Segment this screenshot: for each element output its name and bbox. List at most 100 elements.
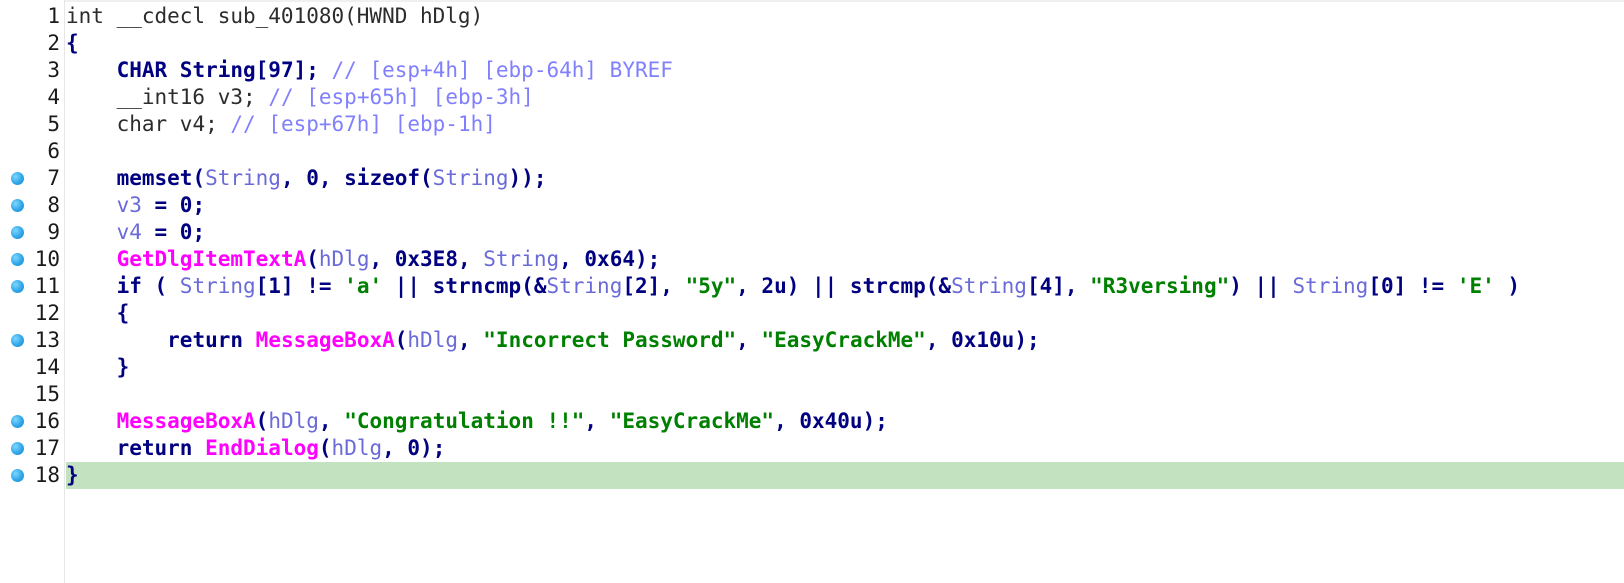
code-token-plain [66,409,117,433]
breakpoint-dot-icon[interactable] [11,280,24,293]
breakpoint-dot-icon[interactable] [11,334,24,347]
code-token-punc: ( [394,328,408,352]
code-token-kw: if ( [116,274,180,298]
code-text: } [66,462,1624,489]
line-number: 17 [34,436,60,460]
code-token-plain: v4; [167,112,231,136]
code-text: return MessageBoxA(hDlg, "Incorrect Pass… [66,327,1624,354]
code-token-punc: } [66,355,130,379]
code-line[interactable]: 11 if ( String[1] != 'a' || strncmp(&Str… [0,273,1624,300]
code-text [66,138,1624,165]
code-token-punc: ( [255,409,269,433]
line-number: 12 [34,301,60,325]
code-token-punc: [0] != [1368,274,1457,298]
code-token-var: String [546,274,623,298]
code-token-str: "Congratulation !!" [344,409,585,433]
code-token-fn: memset [116,166,193,190]
breakpoint-dot-icon[interactable] [11,226,24,239]
breakpoint-dot-icon[interactable] [11,172,24,185]
code-line[interactable]: 9 v4 = 0; [0,219,1624,246]
code-token-var: hDlg [331,436,383,460]
code-line[interactable]: 3 CHAR String[97]; // [esp+4h] [ebp-64h]… [0,57,1624,84]
code-text: v4 = 0; [66,219,1624,246]
code-token-punc: , 0x10u); [925,328,1040,352]
code-line[interactable]: 17 return EndDialog(hDlg, 0); [0,435,1624,462]
code-line[interactable]: 10 GetDlgItemTextA(hDlg, 0x3E8, String, … [0,246,1624,273]
code-line[interactable]: 7 memset(String, 0, sizeof(String)); [0,165,1624,192]
code-line[interactable]: 8 v3 = 0; [0,192,1624,219]
code-token-cmt: // [esp+4h] [ebp-64h] BYREF [331,58,673,82]
breakpoint-dot-icon[interactable] [11,469,24,482]
code-token-var: String [1292,274,1369,298]
breakpoint-dot-icon[interactable] [11,199,24,212]
code-token-kw: String[97]; [167,58,332,82]
code-token-plain [66,58,117,82]
code-token-plain [66,85,117,109]
code-token-punc: { [66,301,130,325]
code-token-plain [66,274,117,298]
code-token-plain: __int16 [116,85,206,109]
line-number: 2 [47,31,60,55]
code-token-punc: ) || [1229,274,1293,298]
code-token-plain [66,328,167,352]
editor-top-border [0,0,1624,2]
code-token-var: hDlg [268,409,319,433]
code-token-str: "Incorrect Password" [483,328,737,352]
code-token-punc: [4], [1026,274,1091,298]
code-token-plain [66,112,117,136]
line-number: 11 [34,274,60,298]
code-token-plain [66,247,117,271]
breakpoint-dot-icon[interactable] [11,415,24,428]
code-line[interactable]: 4 __int16 v3; // [esp+65h] [ebp-3h] [0,84,1624,111]
code-token-cmt: // [esp+67h] [ebp-1h] [230,112,496,136]
code-text: { [66,300,1624,327]
code-text: { [66,30,1624,57]
code-token-punc: [2], [622,274,686,298]
code-token-import: GetDlgItemTextA [116,247,307,271]
code-token-str: 'a' [344,274,383,298]
code-line[interactable]: 14 } [0,354,1624,381]
code-token-punc: ( [318,436,332,460]
code-token-kw: return [167,328,256,352]
code-token-punc: ) [1494,274,1521,298]
code-token-cmt: // [esp+65h] [ebp-3h] [268,85,534,109]
code-line[interactable]: 12 { [0,300,1624,327]
code-token-var: String [205,166,281,190]
code-text: if ( String[1] != 'a' || strncmp(&String… [66,273,1624,300]
line-number: 4 [47,85,60,109]
line-number-gutter[interactable] [0,0,65,583]
code-token-punc: , 0); [382,436,446,460]
code-text: __int16 v3; // [esp+65h] [ebp-3h] [66,84,1624,111]
code-token-var: String [179,274,256,298]
code-line[interactable]: 6 [0,138,1624,165]
line-number: 18 [34,463,60,487]
code-line-current[interactable]: 18} [0,462,1624,489]
code-line[interactable]: 5 char v4; // [esp+67h] [ebp-1h] [0,111,1624,138]
code-line[interactable]: 15 [0,381,1624,408]
code-token-str: "EasyCrackMe" [609,409,775,433]
breakpoint-dot-icon[interactable] [11,253,24,266]
code-token-str: "5y" [685,274,737,298]
code-token-punc: } [66,463,79,487]
code-token-str: 'E' [1456,274,1495,298]
code-token-punc: , 0, sizeof( [280,166,433,190]
code-token-plain [66,436,117,460]
code-text: GetDlgItemTextA(hDlg, 0x3E8, String, 0x6… [66,246,1624,273]
code-token-punc: , [736,328,762,352]
code-line[interactable]: 16 MessageBoxA(hDlg, "Congratulation !!"… [0,408,1624,435]
code-token-punc: = 0; [141,220,206,244]
line-number: 8 [47,193,60,217]
code-line[interactable]: 2{ [0,30,1624,57]
code-token-import: EndDialog [205,436,319,460]
code-token-str: "R3versing" [1090,274,1230,298]
line-number: 5 [47,112,60,136]
code-line[interactable]: 13 return MessageBoxA(hDlg, "Incorrect P… [0,327,1624,354]
code-text: int __cdecl sub_401080(HWND hDlg) [66,3,1624,30]
code-token-var: hDlg [318,247,370,271]
breakpoint-dot-icon[interactable] [11,442,24,455]
code-token-var: v4 [116,220,142,244]
line-number: 1 [47,4,60,28]
line-number: 10 [34,247,60,271]
